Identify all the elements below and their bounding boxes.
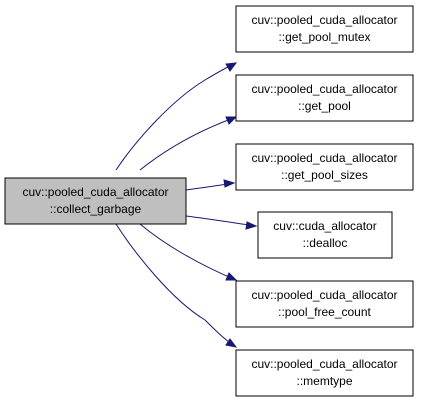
node-label-line2: ::collect_garbage bbox=[50, 202, 142, 216]
node-label-line2: ::memtype bbox=[296, 374, 352, 388]
node-label-line1: cuv::pooled_cuda_allocator bbox=[22, 185, 168, 199]
edge-to-memtype bbox=[115, 223, 238, 348]
node-label-line1: cuv::pooled_cuda_allocator bbox=[251, 82, 397, 96]
node-dealloc[interactable]: cuv::cuda_allocator ::dealloc bbox=[257, 211, 393, 259]
node-label-line1: cuv::pooled_cuda_allocator bbox=[251, 151, 397, 165]
node-label-line2: ::pool_free_count bbox=[278, 305, 371, 319]
node-get-pool-mutex[interactable]: cuv::pooled_cuda_allocator ::get_pool_mu… bbox=[235, 5, 414, 53]
edge-to-pool-free-count bbox=[139, 223, 238, 281]
node-label-line2: ::get_pool_mutex bbox=[278, 30, 370, 44]
node-collect-garbage[interactable]: cuv::pooled_cuda_allocator ::collect_gar… bbox=[4, 177, 187, 225]
node-pool-free-count[interactable]: cuv::pooled_cuda_allocator ::pool_free_c… bbox=[235, 280, 414, 328]
node-label-line1: cuv::pooled_cuda_allocator bbox=[251, 13, 397, 27]
edge-to-get-pool-sizes bbox=[185, 179, 236, 191]
node-label-line1: cuv::pooled_cuda_allocator bbox=[251, 288, 397, 302]
edge-to-get-pool bbox=[139, 116, 238, 171]
node-label-line2: ::get_pool bbox=[298, 99, 351, 113]
node-label-line2: ::get_pool_sizes bbox=[281, 168, 368, 182]
node-label-line2: ::dealloc bbox=[303, 236, 348, 250]
node-label-line1: cuv::cuda_allocator bbox=[273, 219, 376, 233]
edge-to-get-pool-mutex bbox=[115, 62, 238, 171]
node-memtype[interactable]: cuv::pooled_cuda_allocator ::memtype bbox=[235, 349, 414, 397]
node-get-pool[interactable]: cuv::pooled_cuda_allocator ::get_pool bbox=[235, 74, 414, 122]
edge-to-dealloc bbox=[185, 215, 258, 230]
node-label-line1: cuv::pooled_cuda_allocator bbox=[251, 357, 397, 371]
node-get-pool-sizes[interactable]: cuv::pooled_cuda_allocator ::get_pool_si… bbox=[235, 143, 414, 191]
